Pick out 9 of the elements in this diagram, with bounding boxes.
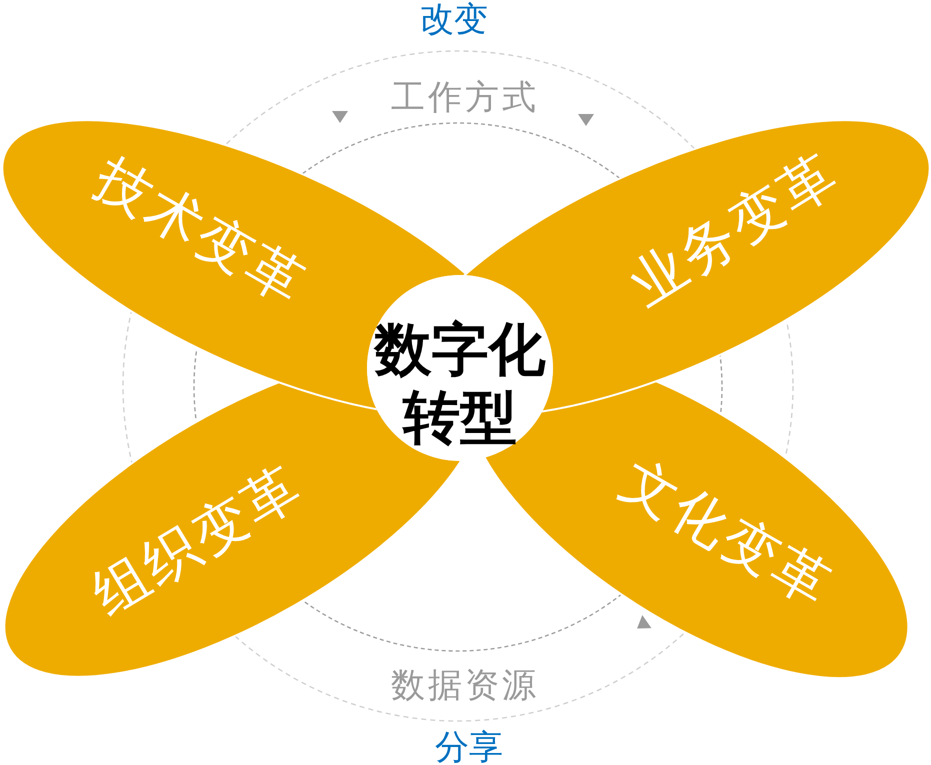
- center-label: 数字化转型: [372, 316, 546, 452]
- cycle-label: 分享: [435, 728, 503, 765]
- petal-label: 业务变革: [620, 144, 848, 314]
- petal-label: 组织变革: [83, 456, 311, 624]
- ring-label: 数据资源: [391, 666, 539, 706]
- ring-label: 工作方式: [391, 78, 539, 118]
- petal-label: 文化变革: [612, 450, 842, 616]
- cycle-label: 改变: [420, 0, 488, 40]
- petal-label: 技术变革: [86, 148, 316, 314]
